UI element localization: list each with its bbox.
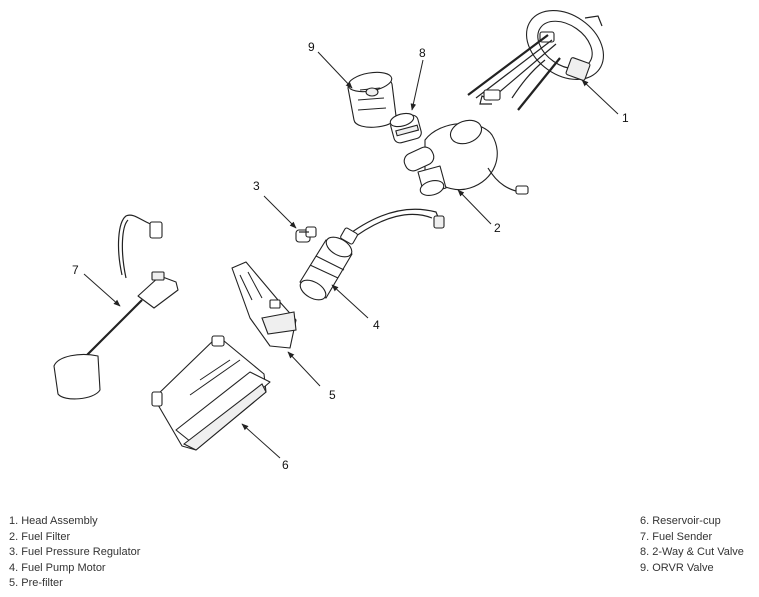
legend-item: 8. 2-Way & Cut Valve [640,546,744,559]
callout-9-label: 9 [308,40,315,54]
callout-7-label: 7 [72,263,79,277]
callout-3-label: 3 [253,179,260,193]
callout-9: 9 [308,40,353,89]
reservoir-cup-part [151,335,271,451]
callout-2-label: 2 [494,221,501,235]
callout-2: 2 [457,189,501,235]
legend-item: 9. ORVR Valve [640,561,714,574]
legend-item: 2. Fuel Filter [9,530,71,543]
fuel-pump-exploded-diagram: 1 2 3 4 5 6 7 8 9 [53,10,629,472]
callout-8-label: 8 [419,46,426,60]
callout-8: 8 [410,46,426,111]
callout-4-label: 4 [373,318,380,332]
legend-right: 6. Reservoir-cup 7. Fuel Sender 8. 2-Way… [640,514,744,576]
legend-item: 6. Reservoir-cup [640,515,721,527]
fuel-pump-motor-part [299,208,445,301]
callout-6: 6 [241,423,289,472]
callout-7: 7 [72,263,121,307]
legend-item: 5. Pre-filter [9,577,63,590]
legend-item: 7. Fuel Sender [640,530,713,543]
legend-item: 4. Fuel Pump Motor [9,561,106,574]
callout-1-label: 1 [622,111,629,125]
legend-left: 1. Head Assembly 2. Fuel Filter 3. Fuel … [9,514,140,592]
two-way-cut-valve-part [389,112,422,144]
callout-5-label: 5 [329,388,336,402]
head-assembly-part [467,10,605,111]
callout-1: 1 [581,79,629,125]
legend-item: 3. Fuel Pressure Regulator [9,546,141,559]
fuel-pressure-regulator-part [295,226,317,243]
orvr-valve-part [347,71,397,128]
callout-5: 5 [287,351,336,402]
pre-filter-part [231,261,297,349]
callout-4: 4 [331,284,380,332]
callout-3: 3 [253,179,297,229]
fuel-sender-part [53,214,179,400]
fuel-filter-part [403,119,529,196]
callout-6-label: 6 [282,458,289,472]
legend-item: 1. Head Assembly [9,515,98,527]
